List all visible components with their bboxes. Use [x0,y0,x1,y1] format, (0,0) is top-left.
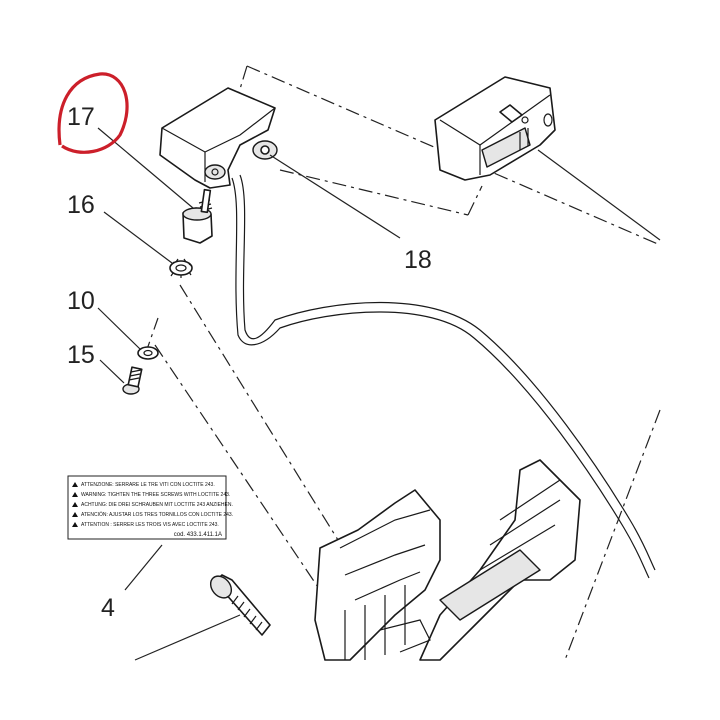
part-16-lock-washer [169,258,193,278]
warning-line-en: WARNING: TIGHTEN THE THREE SCREWS WITH L… [81,492,230,498]
cable-outer [239,174,656,571]
callout-17-highlight-ring [57,72,129,154]
switch-housing [159,87,278,189]
assembly-line-right-vertical [564,409,661,661]
warning-line-fr: ATTENTION : SERRER LES TROIS VIS AVEC LO… [81,522,219,528]
lower-bracket [314,459,581,661]
callout-4: 4 [101,594,115,622]
leader-10 [97,307,141,350]
part-15-screw [122,366,143,395]
part-10-washer [137,346,159,360]
part-17-spacer [182,188,213,244]
assembly-line-right-connector [467,185,483,216]
callout-10: 10 [67,287,95,315]
callout-16: 16 [67,191,95,219]
callout-17: 17 [67,103,95,131]
connector-cable-leader [537,149,661,241]
leader-18 [269,154,401,239]
warning-line-es: ATENCIÓN: AJUSTAR LOS TRES TORNILLOS CON… [81,511,233,518]
assembly-line-screw-down [179,284,339,541]
leader-15 [99,359,125,384]
leader-4 [124,544,163,591]
warning-label: ATTENZIONE: SERRARE LE TRE VITI CON LOCT… [67,475,233,540]
leader-16 [103,211,173,264]
assembly-line-mid [279,169,469,216]
warning-triangle-icons [72,482,78,527]
cable-inner [231,177,650,579]
callout-18: 18 [404,246,432,274]
warning-line-de: ACHTUNG: DIE DREI SCHRAUBEN MIT LOCTITE … [81,502,233,508]
callout-15: 15 [67,341,95,369]
connector-block [434,76,556,181]
assembly-line-washer-down [154,344,331,606]
bolt [209,574,271,636]
label-code: cod. 433.1.411.1A [174,532,222,538]
warning-line-it: ATTENZIONE: SERRARE LE TRE VITI CON LOCT… [81,482,215,488]
leader-bolt [134,614,241,661]
